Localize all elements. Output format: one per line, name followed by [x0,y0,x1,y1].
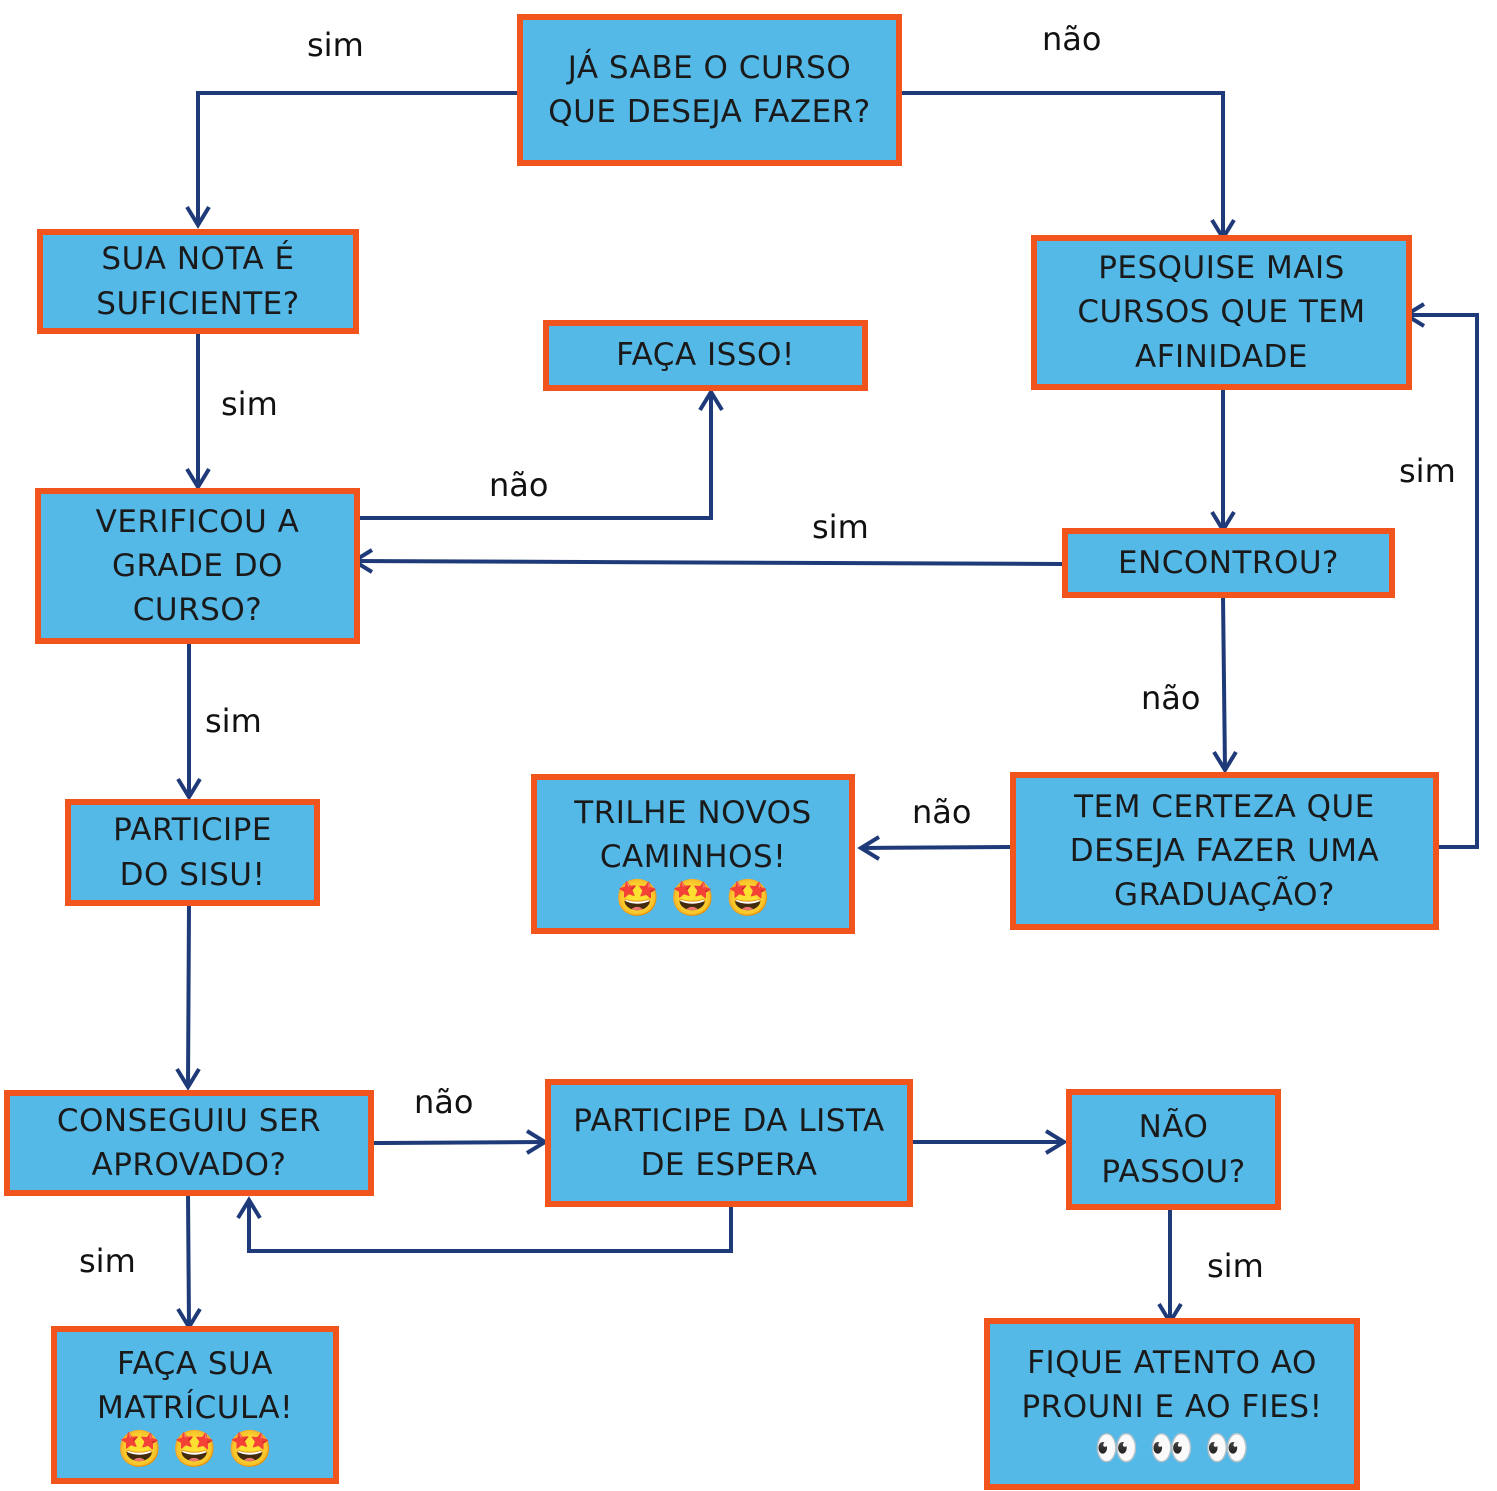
arrow-jasabe-to-pesquise [900,91,1225,238]
node-ja-sabe-text: JÁ SABE O CURSO QUE DESEJA FAZER? [548,49,871,130]
arrowhead-naopassou [1044,1129,1068,1155]
arrowhead-sisu [176,777,202,801]
node-verificou: VERIFICOU A GRADE DO CURSO? [35,488,360,644]
edge-label-sim-verificou-sisu: sim [205,702,262,740]
star-struck-icon: 🤩 [227,1429,273,1471]
arrow-encontrou-to-verificou [353,559,1063,566]
node-lista-text: PARTICIPE DA LISTA DE ESPERA [573,1102,885,1183]
node-nao-passou: NÃO PASSOU? [1066,1089,1281,1210]
edge-label-nao-verificou-facaisso: não [489,466,549,504]
eyes-icon: 👀 [1204,1428,1250,1470]
arrow-lista-to-conseguiu [247,1200,733,1253]
node-prouni: FIQUE ATENTO AO PROUNI E AO FIES! 👀 👀 👀 [984,1318,1360,1490]
arrow-conseguiu-to-matricula [186,1192,191,1328]
arrow-certeza-to-trilhe [860,845,1011,850]
star-struck-icon: 🤩 [117,1429,163,1471]
node-prouni-text: FIQUE ATENTO AO PROUNI E AO FIES! [1021,1344,1323,1425]
node-nao-passou-text: NÃO PASSOU? [1101,1109,1246,1190]
arrow-sisu-to-conseguiu [186,904,191,1088]
star-struck-icon: 🤩 [615,878,661,920]
arrow-conseguiu-to-lista [373,1140,546,1145]
node-encontrou: ENCONTROU? [1062,528,1395,598]
star-struck-icon: 🤩 [172,1429,218,1471]
node-verificou-text: VERIFICOU A GRADE DO CURSO? [95,503,300,628]
prouni-emoji-row: 👀 👀 👀 [1094,1431,1250,1467]
edge-label-sim-conseguiu-matricula: sim [79,1242,136,1280]
arrowhead-conseguiu-bottom [236,1196,262,1220]
trilhe-emoji-row: 🤩 🤩 🤩 [615,881,771,917]
arrow-certeza-to-pesquise [1406,313,1479,849]
star-struck-icon: 🤩 [725,878,771,920]
node-conseguiu-text: CONSEGUIU SER APROVADO? [56,1102,322,1183]
edge-label-sim-encontrou-verificou: sim [812,508,869,546]
node-lista: PARTICIPE DA LISTA DE ESPERA [545,1079,913,1207]
matricula-emoji-row: 🤩 🤩 🤩 [117,1432,273,1468]
node-conseguiu: CONSEGUIU SER APROVADO? [4,1090,374,1196]
arrowhead-certeza [1212,750,1238,774]
node-matricula: FAÇA SUA MATRÍCULA! 🤩 🤩 🤩 [51,1326,339,1484]
arrow-jasabe-to-nota [196,91,518,225]
arrow-verificou-to-facaisso [357,392,713,520]
star-struck-icon: 🤩 [670,878,716,920]
node-trilhe: TRILHE NOVOS CAMINHOS! 🤩 🤩 🤩 [531,774,855,934]
node-nota-text: SUA NOTA É SUFICIENTE? [96,241,300,322]
arrow-encontrou-to-certeza [1221,595,1227,771]
eyes-icon: 👀 [1149,1428,1195,1470]
node-faca-isso-text: FAÇA ISSO! [616,337,795,374]
node-certeza: TEM CERTEZA QUE DESEJA FAZER UMA GRADUAÇ… [1010,772,1439,930]
node-participe-sisu: PARTICIPE DO SISU! [65,799,320,906]
node-faca-isso: FAÇA ISSO! [543,320,868,391]
node-nota: SUA NOTA É SUFICIENTE? [37,229,359,334]
node-matricula-text: FAÇA SUA MATRÍCULA! [96,1345,294,1426]
arrowhead-conseguiu [175,1067,201,1091]
eyes-icon: 👀 [1094,1428,1140,1470]
edge-label-sim-jasabe-nota: sim [307,26,364,64]
arrowhead-nota [185,205,211,229]
node-ja-sabe: JÁ SABE O CURSO QUE DESEJA FAZER? [517,14,902,166]
arrowhead-facaisso [698,388,724,412]
edge-label-sim-nota-verificou: sim [221,385,278,423]
edge-label-nao-jasabe-pesquise: não [1042,20,1102,58]
edge-label-sim-certeza-pesquise: sim [1399,452,1456,490]
node-trilhe-text: TRILHE NOVOS CAMINHOS! [574,794,812,875]
edge-label-nao-certeza-trilhe: não [912,793,972,831]
edge-label-sim-naopassou-prouni: sim [1207,1247,1264,1285]
node-encontrou-text: ENCONTROU? [1117,544,1340,581]
edge-label-nao-encontrou-certeza: não [1141,679,1201,717]
node-participe-sisu-text: PARTICIPE DO SISU! [113,812,272,893]
edge-label-nao-conseguiu-lista: não [414,1083,474,1121]
arrowhead-trilhe [857,835,881,861]
node-pesquise: PESQUISE MAIS CURSOS QUE TEM AFINIDADE [1031,235,1412,390]
arrowhead-verificou-top [185,467,211,491]
node-certeza-text: TEM CERTEZA QUE DESEJA FAZER UMA GRADUAÇ… [1069,788,1380,913]
node-pesquise-text: PESQUISE MAIS CURSOS QUE TEM AFINIDADE [1077,250,1366,375]
